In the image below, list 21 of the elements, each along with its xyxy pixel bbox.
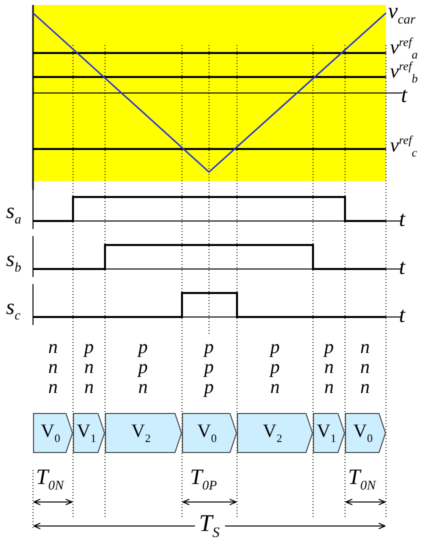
switching-state: n n n [47, 338, 59, 398]
duration-label: T$_{0P}$ [190, 466, 217, 492]
vector-arrow-box: V$_{0}$ [33, 413, 73, 453]
axis-label: t [401, 84, 408, 106]
switching-state: p p n [136, 338, 149, 398]
duration-label: T$_{0N}$ [348, 466, 376, 492]
carrier-label: v$_{car}$ [388, 0, 416, 26]
switching-state: n n n [359, 338, 371, 398]
vector-arrow-box: V$_{1}$ [313, 413, 345, 453]
vector-arrow-box: V$_{1}$ [73, 413, 105, 453]
switching-state: p p n [268, 338, 281, 398]
vector-arrow-box: V$_{0}$ [182, 413, 237, 453]
duration-label: T$_{0N}$ [36, 466, 64, 492]
switching-state: p n n [82, 338, 95, 398]
signal-label: s$_{c}$ [6, 296, 20, 322]
signal-label: s$_{a}$ [6, 200, 22, 226]
signal-label: s$_{b}$ [6, 248, 22, 274]
vector-arrow-box: V$_{0}$ [345, 413, 386, 453]
switching-state: p p p [202, 338, 215, 398]
switching-state: p n n [322, 338, 335, 398]
period-label: T$_{S}$ [199, 512, 220, 540]
